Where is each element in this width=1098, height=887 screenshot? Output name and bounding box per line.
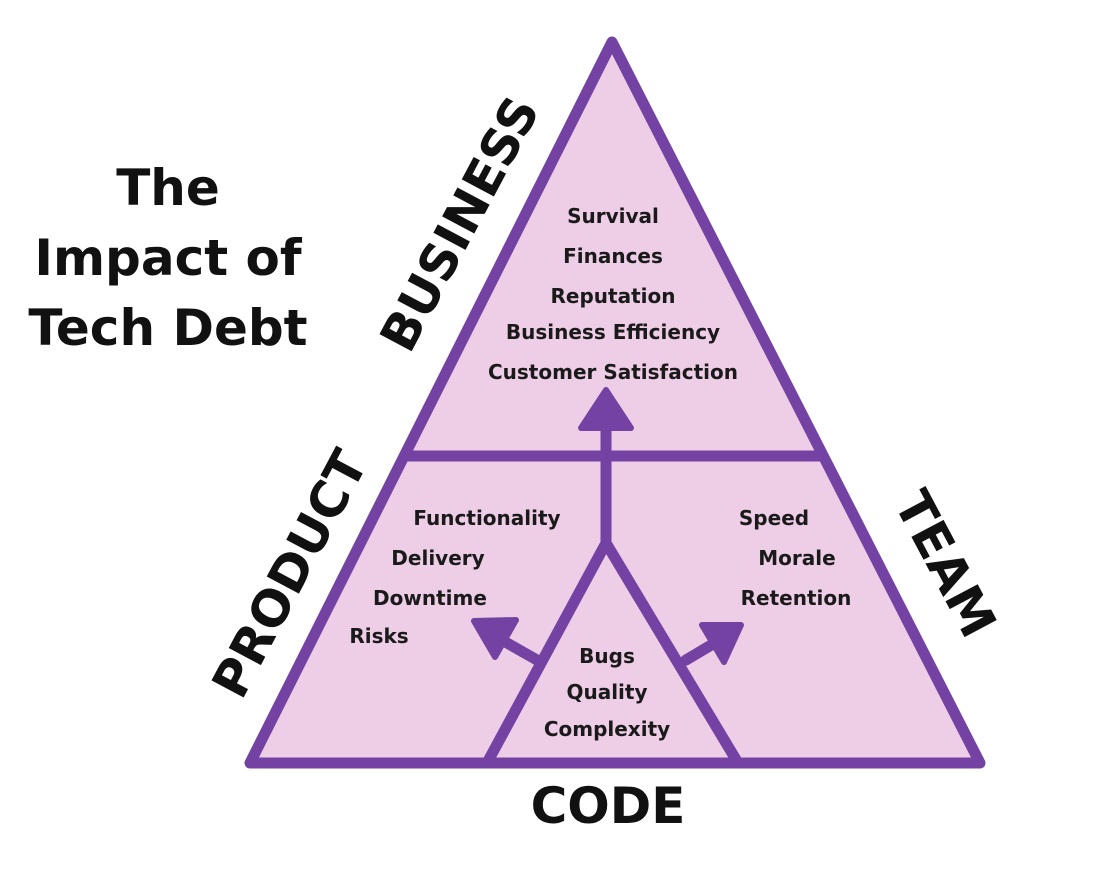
business-item: Customer Satisfaction [488,360,738,384]
code-triangle [481,537,744,769]
arrow-left-icon [471,617,519,660]
team-item: Speed [739,506,809,530]
arrow-right-icon [699,622,744,665]
label-code: CODE [531,777,686,835]
product-item: Downtime [373,586,487,610]
code-item: Bugs [579,644,635,668]
title-line-1: The [116,159,220,217]
team-item: Morale [758,546,835,570]
product-item: Risks [349,624,408,648]
arrow-up-icon [578,387,634,431]
business-item: Finances [563,244,663,268]
business-item: Reputation [551,284,676,308]
team-item: Retention [741,586,852,610]
title-line-3: Tech Debt [28,299,307,357]
product-item: Functionality [413,506,560,530]
code-item: Quality [566,680,647,704]
business-item: Survival [567,204,659,228]
business-item: Business Efficiency [506,320,720,344]
title-line-2: Impact of [34,229,303,287]
code-item: Complexity [544,717,670,741]
product-item: Delivery [391,546,484,570]
